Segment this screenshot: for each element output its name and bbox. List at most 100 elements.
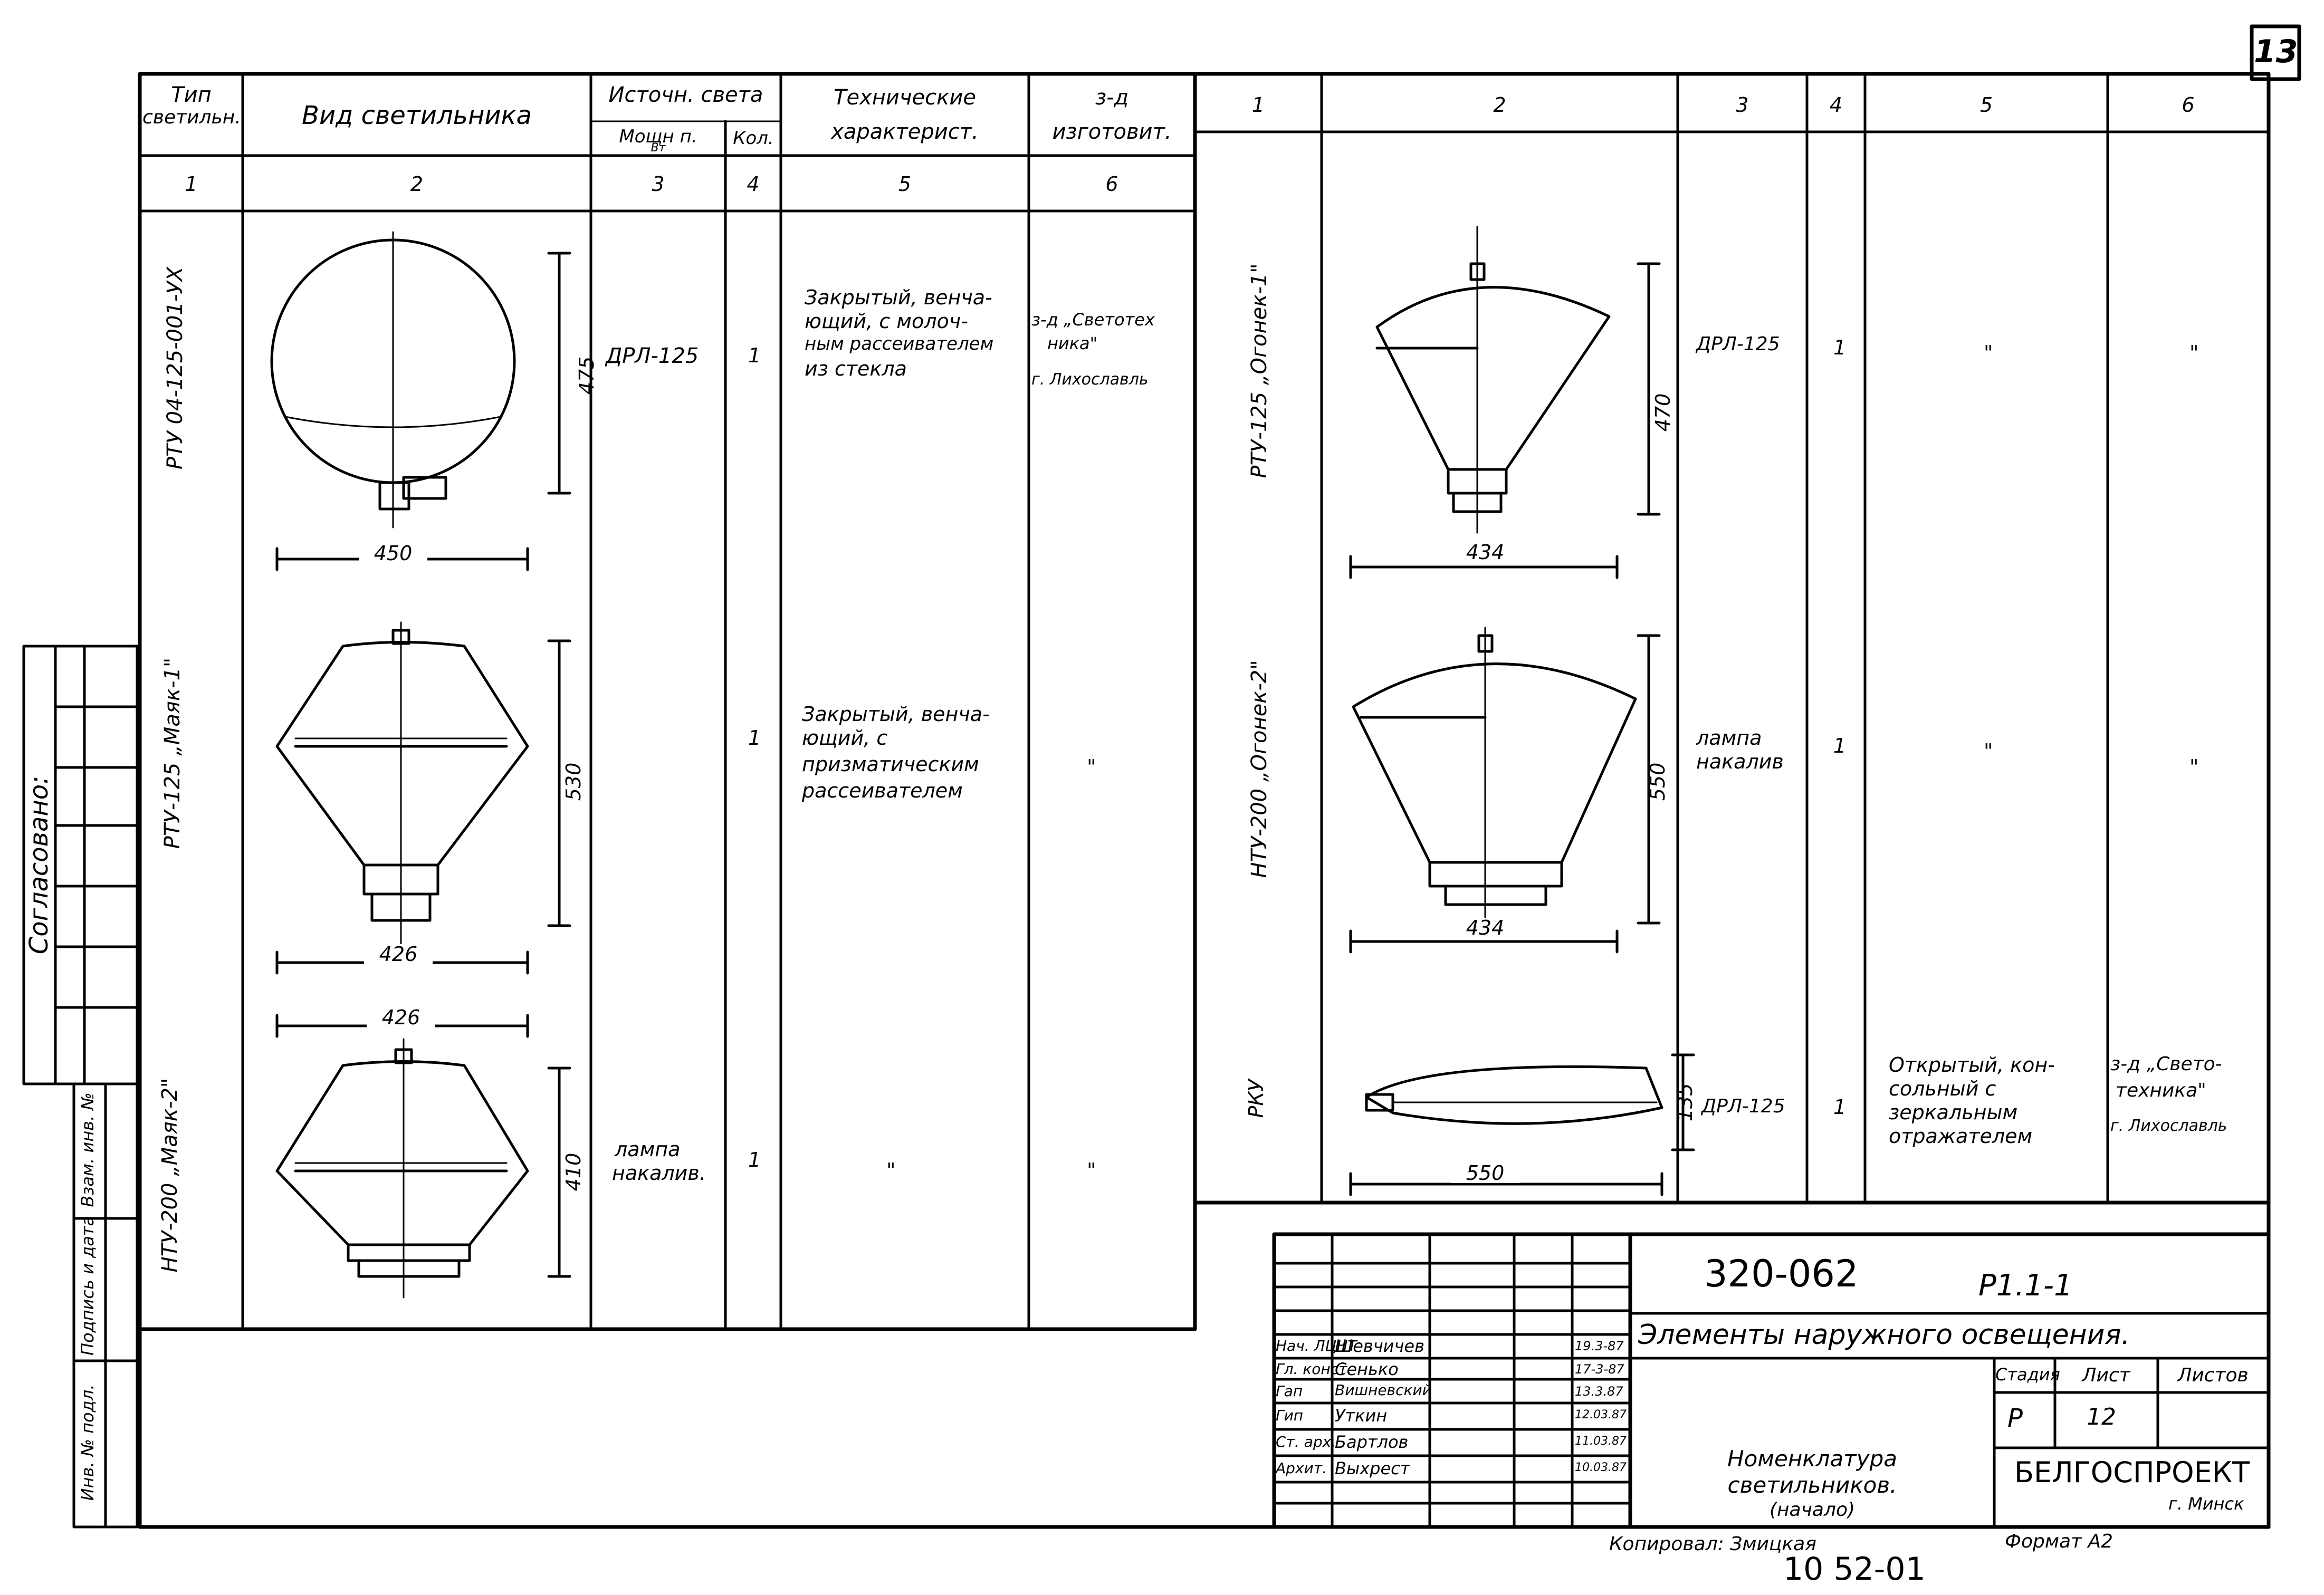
row1-maker-line2: ника"	[1047, 333, 1098, 353]
project-title: Элементы наружного освещения.	[1638, 1319, 2130, 1351]
row1-tech-line3: ным рассеивателем	[805, 333, 994, 354]
luminaire-rtu04-sphere	[270, 231, 571, 571]
drawing-title-line2: светильников.	[1727, 1472, 1897, 1498]
sig-date: 10.03.87	[1575, 1461, 1627, 1474]
row3-source-line1: лампа	[615, 1138, 681, 1161]
side-stamp-inv-podl: Инв. № подл.	[78, 1384, 98, 1501]
sig-date: 13.3.87	[1575, 1384, 1623, 1399]
stage-value: Р	[2007, 1404, 2023, 1433]
sig-name: Шевчичев	[1335, 1336, 1424, 1356]
row1-tech-line4: из стекла	[805, 357, 907, 380]
sheet-code: Р1.1-1	[1978, 1269, 2073, 1303]
sheet-label: Лист	[2082, 1365, 2130, 1386]
sig-date: 11.03.87	[1575, 1435, 1627, 1448]
col-number: 1	[1251, 93, 1265, 117]
row3-tech: "	[886, 1159, 896, 1182]
col-number: 2	[410, 172, 424, 196]
header-maker-line2: изготовит.	[1052, 120, 1172, 144]
row2-tech-line2: ющий, с	[802, 726, 888, 750]
col-number: 2	[1493, 93, 1506, 117]
sig-name: Бартлов	[1335, 1432, 1409, 1452]
luminaire-ogonek1	[1349, 226, 1661, 579]
row2-tech-line1: Закрытый, венча-	[802, 703, 990, 726]
rrow3-type: РКУ	[1245, 1079, 1268, 1118]
side-stamp-sign-date: Подпись и дата	[78, 1215, 98, 1356]
side-stamp-agreed: Согласовано:	[24, 775, 54, 955]
row1-dim-height: 475	[575, 356, 598, 395]
rrow3-maker-line1: з-д „Свето-	[2110, 1053, 2222, 1075]
row1-maker-line1: з-д „Светотех	[1031, 310, 1155, 330]
row3-type: НТУ-200 „Маяк-2"	[158, 1078, 182, 1273]
row1-maker-line3: г. Лихославль	[1031, 370, 1149, 389]
sheet-number: 13	[2254, 33, 2298, 70]
rrow1-tech: "	[1984, 341, 1993, 364]
doc-code: 320-062	[1704, 1252, 1859, 1295]
col-number: 1	[185, 172, 198, 196]
header-tech-line2: характерист.	[831, 120, 979, 144]
sig-role: Гап	[1276, 1382, 1303, 1400]
sig-name: Сенько	[1335, 1359, 1399, 1379]
sig-role: Нач. ЛЦНТ	[1276, 1337, 1357, 1354]
drawing-title-line3: (начало)	[1769, 1499, 1856, 1521]
sheet-number-box	[2250, 24, 2301, 81]
rrow1-count: 1	[1833, 336, 1847, 359]
row1-tech-line2: ющий, с молоч-	[805, 310, 968, 333]
rrow3-maker-line3: г. Лихославль	[2110, 1117, 2227, 1135]
side-stamp-vzam: Взам. инв. №	[78, 1092, 98, 1207]
col-number: 3	[1736, 93, 1749, 117]
header-tech-line1: Технические	[834, 85, 976, 110]
row2-tech-line4: рассеивателем	[802, 779, 963, 802]
header-count: Кол.	[733, 128, 774, 149]
rrow3-count: 1	[1833, 1096, 1847, 1119]
rrow1-dim-height: 470	[1651, 393, 1675, 432]
sig-date: 19.3-87	[1575, 1339, 1624, 1353]
rrow2-source-line1: лампа	[1696, 726, 1762, 750]
row3-dim-width: 426	[367, 1007, 435, 1027]
col-number: 4	[747, 172, 760, 196]
header-power-line2: Вт	[651, 141, 666, 155]
row1-type: РТУ 04-125-001-УХ	[163, 266, 187, 470]
rrow3-tech-line4: отражателем	[1889, 1125, 2033, 1148]
row2-type: РТУ-125 „Маяк-1"	[160, 657, 185, 849]
title-block-grid	[1272, 1232, 2271, 1529]
rrow2-maker: "	[2189, 755, 2199, 779]
org-name: БЕЛГОСПРОЕКТ	[2014, 1456, 2250, 1489]
luminaire-mayak2	[275, 1014, 571, 1299]
rrow2-tech: "	[1984, 739, 1993, 763]
rrow2-type: НТУ-200 „Огонек-2"	[1247, 660, 1271, 878]
copied-by: Копировал: Змицкая	[1609, 1533, 1816, 1555]
rrow2-dim-height: 550	[1646, 762, 1669, 801]
row1-count: 1	[748, 344, 761, 367]
drawing-title-line1: Номенклатура	[1727, 1446, 1897, 1472]
row3-dim-height: 410	[562, 1152, 585, 1192]
rrow1-source: ДРЛ-125	[1696, 333, 1780, 355]
row1-source: ДРЛ-125	[606, 344, 699, 368]
sig-name: Уткин	[1335, 1406, 1388, 1426]
sig-date: 12.03.87	[1575, 1408, 1627, 1421]
row3-source-line2: накалив.	[612, 1161, 706, 1185]
row1-dim-width: 450	[359, 543, 427, 563]
rrow1-maker: "	[2189, 341, 2199, 364]
row3-maker: "	[1087, 1159, 1096, 1182]
side-stamp-grid	[22, 645, 139, 1529]
rrow3-tech-line1: Открытый, кон-	[1889, 1053, 2055, 1077]
header-power-line1: Мощн п.	[619, 126, 697, 147]
header-maker-line1: з-д	[1095, 85, 1129, 110]
luminaire-mayak1	[275, 621, 571, 975]
header-view: Вид светильника	[302, 101, 532, 130]
rrow3-dim-width: 550	[1451, 1163, 1519, 1183]
org-city: г. Минск	[2168, 1494, 2244, 1514]
sig-name: Выхрест	[1335, 1458, 1410, 1478]
row2-maker: "	[1087, 755, 1096, 779]
col-number: 6	[2182, 93, 2195, 117]
rrow3-maker-line2: техника"	[2116, 1080, 2206, 1101]
rrow1-dim-width: 434	[1451, 542, 1519, 562]
col-number: 6	[1105, 172, 1118, 196]
sig-role: Архит.	[1276, 1459, 1327, 1477]
header-source: Источн. света	[608, 83, 763, 107]
rrow2-source-line2: накалив	[1696, 750, 1784, 773]
inventory-number: 10 52-01	[1783, 1551, 1926, 1588]
rrow3-dim-height: 135	[1673, 1083, 1697, 1122]
paper-format: Формат А2	[2005, 1531, 2113, 1552]
